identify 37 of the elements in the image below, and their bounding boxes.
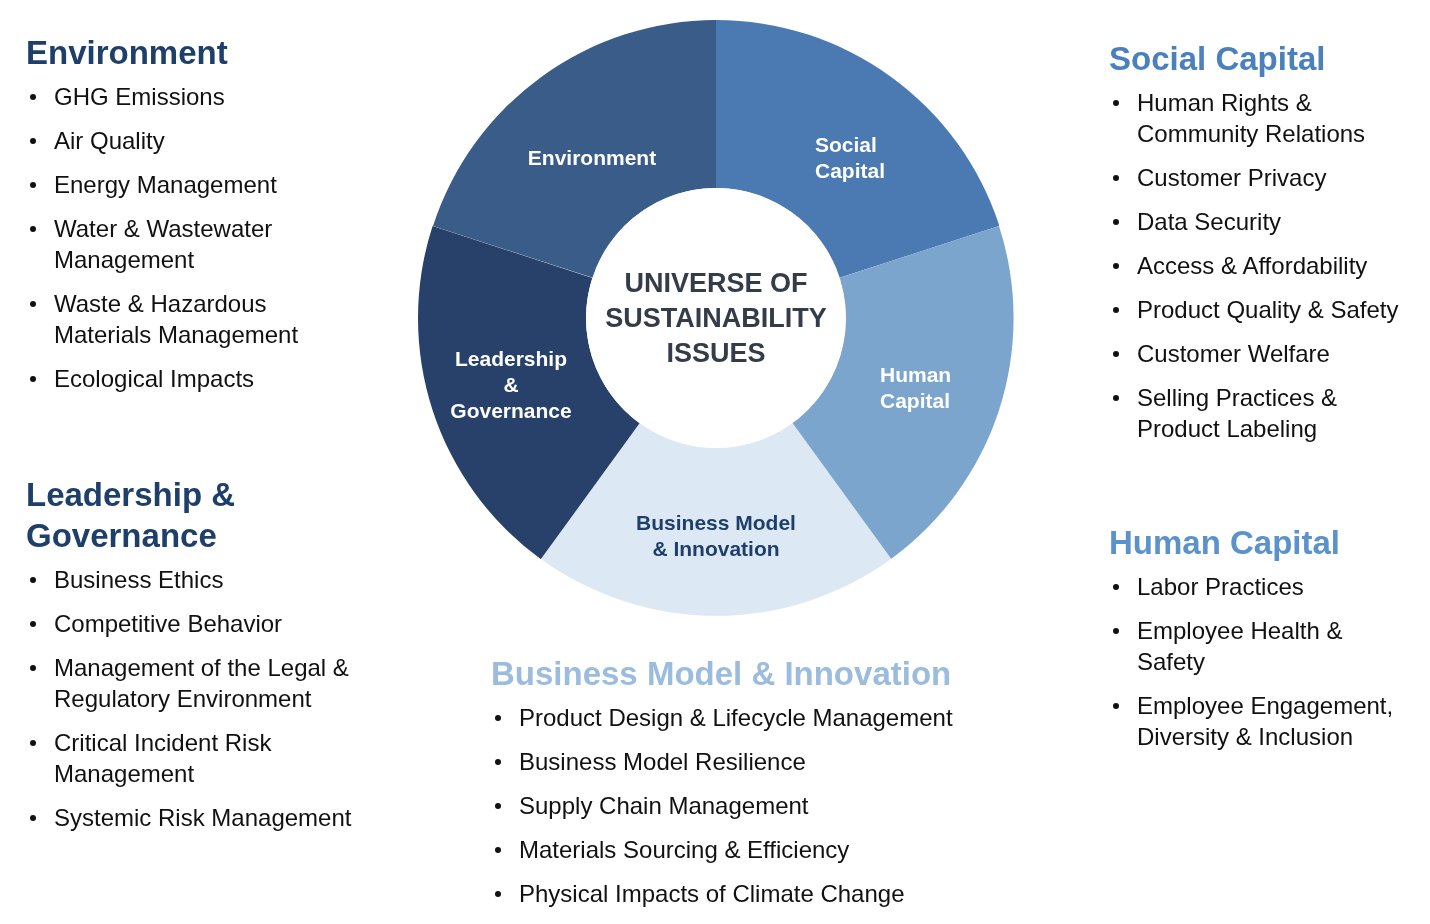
list-item-text: Ecological Impacts <box>54 365 255 392</box>
center-label: UNIVERSE OF SUSTAINABILITY ISSUES <box>604 266 828 370</box>
list-item-text: Product Quality & Safety <box>1137 296 1399 323</box>
segment-label: Business Model & Innovation <box>635 510 797 562</box>
section-heading: Business Model & Innovation <box>491 654 953 694</box>
list-item-text: Physical Impacts of Climate Change <box>519 880 905 907</box>
list-item-text: Air Quality <box>54 127 165 154</box>
list-item-text: Competitive Behavior <box>54 610 283 637</box>
list-item-text: Critical Incident Risk Management <box>54 729 272 787</box>
section-heading: Human Capital <box>1109 523 1342 563</box>
list-item-text: Customer Privacy <box>1137 164 1327 191</box>
list-item-text: Business Ethics <box>54 566 224 593</box>
list-item-text: Business Model Resilience <box>519 748 806 775</box>
list-item-text: GHG Emissions <box>54 83 225 110</box>
list-item-text: Systemic Risk Management <box>54 804 352 831</box>
list-item-text: Labor Practices <box>1137 573 1304 600</box>
list-item-text: Management of the Legal & Regulatory Environment <box>54 654 349 712</box>
list-item-text: Water & Wastewater Management <box>54 215 273 273</box>
section-heading: Environment <box>26 33 229 73</box>
list-item-text: Supply Chain Management <box>519 792 809 819</box>
list-item-text: Customer Welfare <box>1137 340 1330 367</box>
list-item-text: Employee Engagement, Diversity & Inclusion <box>1137 692 1394 750</box>
section-heading: Leadership & Governance <box>26 475 237 556</box>
list-item-text: Materials Sourcing & Efficiency <box>519 836 850 863</box>
list-item-text: Data Security <box>1137 208 1282 235</box>
segment-label: Leadership & Governance <box>449 346 573 424</box>
list-item-text: Waste & Hazardous Materials Management <box>54 290 299 348</box>
segment-label: Human Capital <box>880 362 953 414</box>
segment-label: Social Capital <box>815 132 886 184</box>
list-item-text: Selling Practices & Product Labeling <box>1137 384 1338 442</box>
list-item-text: Human Rights & Community Relations <box>1137 89 1366 147</box>
list-item-text: Product Design & Lifecycle Management <box>519 704 953 731</box>
list-item-text: Energy Management <box>54 171 277 198</box>
list-item-text: Access & Affordability <box>1137 252 1368 279</box>
segment-label: Environment <box>526 145 658 171</box>
list-item-text: Employee Health & Safety <box>1137 617 1343 675</box>
section-heading: Social Capital <box>1109 39 1327 79</box>
